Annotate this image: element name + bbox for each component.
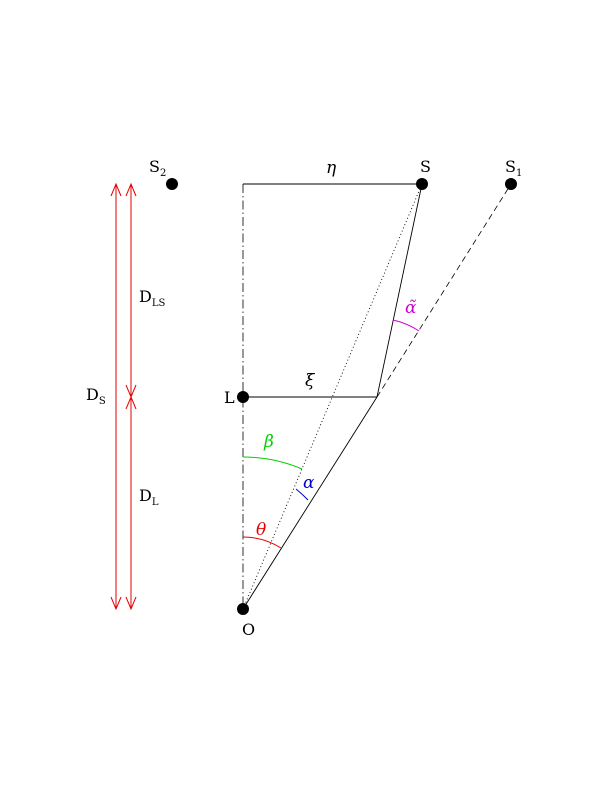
ds-label: DS xyxy=(86,385,106,407)
dls-label: DLS xyxy=(139,287,165,309)
observer-label: O xyxy=(242,620,255,639)
image-2-point xyxy=(166,178,178,190)
source-point xyxy=(416,178,428,190)
image-1-label: S1 xyxy=(505,157,522,179)
theta-arc xyxy=(242,536,282,549)
alpha-tilde-label: α̃ xyxy=(405,298,417,318)
alpha-tilde-arc xyxy=(392,319,420,332)
apparent-ray-to-image-1 xyxy=(376,183,512,398)
observer-point xyxy=(237,603,249,615)
distance-arrow-ds xyxy=(110,182,122,611)
direct-line-observer-to-source xyxy=(242,183,423,610)
theta-label: θ xyxy=(256,520,266,540)
ray-deflection-to-source xyxy=(376,183,423,398)
lens-point xyxy=(237,391,249,403)
alpha-label: α xyxy=(303,473,315,493)
lens-label: L xyxy=(224,388,235,407)
beta-arc xyxy=(242,456,303,470)
distance-arrow-dl xyxy=(125,395,137,611)
dl-label: DL xyxy=(139,486,159,508)
xi-label: ξ xyxy=(305,371,316,391)
alpha-arc xyxy=(295,488,309,501)
image-2-label: S2 xyxy=(149,157,166,179)
ray-observer-to-deflection xyxy=(242,396,378,610)
beta-label: β xyxy=(263,432,274,452)
distance-arrow-dls xyxy=(125,182,137,399)
image-1-point xyxy=(505,178,517,190)
source-label: S xyxy=(420,157,431,176)
eta-label: η xyxy=(326,158,337,178)
